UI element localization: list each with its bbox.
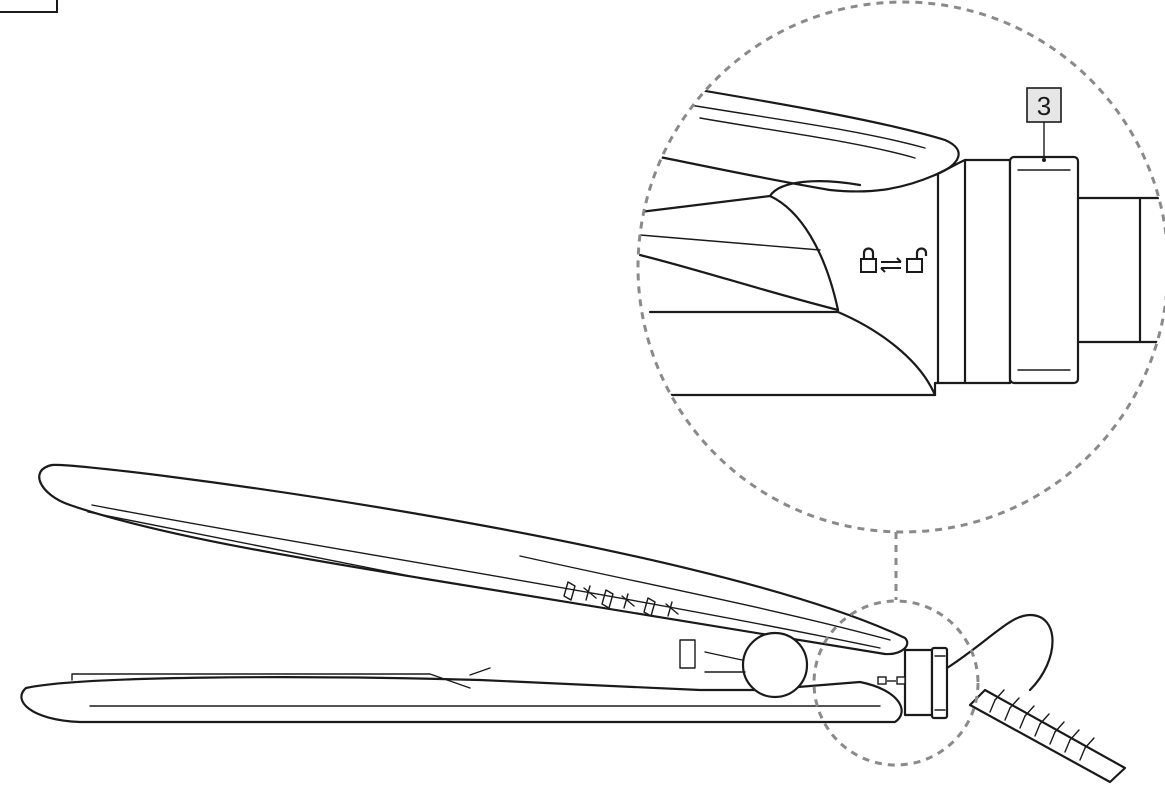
upper-arm-detail — [638, 78, 960, 193]
padlock-closed-icon — [860, 247, 877, 273]
power-cord — [968, 688, 1127, 784]
corner-frame — [0, 0, 58, 13]
swivel-lock-collar[interactable] — [1008, 155, 1080, 385]
straightener-full-view — [20, 463, 1127, 784]
swivel-collar[interactable] — [930, 646, 949, 720]
detail-circle-outline — [636, 0, 1165, 534]
cord-sleeve — [1076, 196, 1165, 344]
callout-label-3: 3 — [1026, 87, 1062, 162]
double-arrow-icon — [880, 257, 902, 273]
detail-source-circle — [812, 599, 980, 767]
detail-magnified-view — [636, 0, 1165, 534]
callout-number: 3 — [1037, 91, 1051, 121]
padlock-open-icon — [906, 247, 928, 273]
handle-end-block — [963, 158, 1012, 385]
control-buttons — [563, 581, 679, 617]
handle-lock-icon — [877, 676, 906, 685]
hinge-knob — [741, 631, 809, 699]
lock-indicator — [860, 247, 928, 273]
upper-arm[interactable] — [38, 463, 909, 656]
lower-body-detail — [638, 194, 840, 312]
hanging-loop — [945, 613, 1054, 692]
